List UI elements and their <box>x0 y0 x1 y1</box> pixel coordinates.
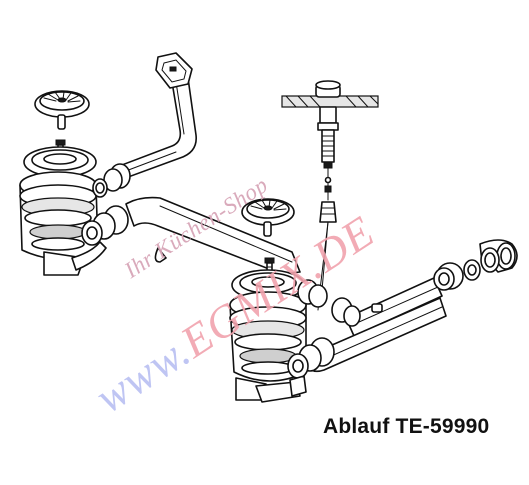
left-drain-body <box>19 171 107 276</box>
remote-control-knob <box>281 80 379 311</box>
right-overflow-pipe <box>297 277 443 337</box>
left-overflow-pipe <box>113 77 197 181</box>
right-strainer-basket <box>241 198 295 237</box>
outlet-elbow <box>433 239 518 291</box>
left-strainer-basket <box>34 90 90 130</box>
trap-pipe <box>287 297 447 397</box>
overflow-cover <box>155 52 193 89</box>
left-overflow-nut <box>92 163 131 198</box>
right-drain-body <box>229 291 307 403</box>
right-sink-flange <box>231 269 305 301</box>
left-sink-flange <box>23 146 97 178</box>
product-caption: Ablauf TE-59990 <box>323 415 490 438</box>
